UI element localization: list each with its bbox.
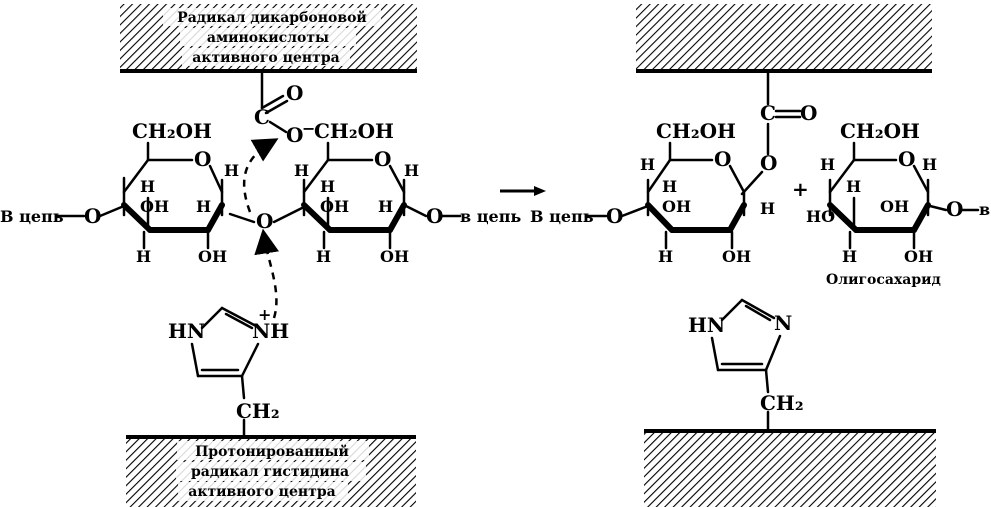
ring-h: H (658, 247, 673, 266)
ring-oh: OH (904, 247, 933, 266)
ring-oh: OH (880, 197, 909, 216)
ring-h: H (140, 177, 155, 196)
electron-arrow-lower (254, 228, 280, 319)
ring-h: H (320, 177, 335, 196)
sugar-ring-middle: CH₂OH O H H OH H H OH H O в цепь (294, 119, 521, 266)
ring-h: H (846, 177, 861, 196)
imidazole-n: N (774, 311, 792, 335)
block-label-line3: активного центра (188, 484, 335, 500)
histidine-ch2: CH₂ (236, 399, 280, 423)
ch2oh-label: CH₂OH (314, 119, 394, 143)
histidine-left: HN NH + CH₂ (168, 305, 289, 438)
oligosaccharide-caption: Олигосахарид (826, 272, 941, 288)
block-label-line3: активного центра (192, 50, 339, 66)
imidazole-hn: HN (688, 313, 725, 337)
ring-h: H (760, 199, 775, 218)
ring-h: H (922, 155, 937, 174)
ring-oh: OH (662, 197, 691, 216)
ring-h: H (662, 177, 677, 196)
imidazole-charge: + (258, 305, 271, 324)
glycosidic-oxygen: O (256, 209, 273, 233)
ring-h: H (404, 161, 419, 180)
ring-oxygen: O (898, 147, 915, 171)
ring-h: H (640, 155, 655, 174)
chain-in-label: В цепь (530, 207, 594, 226)
enzyme-block-bottom-left: Протонированный радикал гистидина активн… (126, 435, 416, 507)
ring-oh: OH (380, 247, 409, 266)
ring-h: H (316, 247, 331, 266)
carboxylate-charge: − (302, 119, 315, 138)
ring-h: H (842, 247, 857, 266)
chain-link-oxygen: O (84, 204, 101, 228)
chain-link-oxygen: O (946, 197, 963, 221)
enzyme-block-top-left: Радикал дикарбоновой аминокислоты активн… (120, 4, 417, 73)
plus-sign: + (792, 177, 809, 201)
carboxylate-oxygen: O (286, 123, 303, 147)
oligosaccharide-ring: CH₂OH O H H HO OH H OH H O в Олигосахари… (806, 119, 990, 288)
carboxyl-carbon: C (254, 105, 270, 129)
enzyme-block-bottom-right (644, 429, 936, 507)
glycosidic-bond: O (228, 206, 304, 233)
ring-oh: OH (198, 247, 227, 266)
block-label-line2: радикал гистидина (191, 464, 349, 480)
imidazole-hn: HN (168, 319, 205, 343)
enzyme-block-top-right (636, 4, 932, 73)
carboxylate-group: O C O − (254, 70, 315, 147)
ring-h: H (136, 247, 151, 266)
histidine-right: HN N CH₂ (688, 298, 804, 432)
block-label-line1: Протонированный (195, 443, 349, 460)
ring-oh: OH (140, 197, 169, 216)
ester-carbon: C (760, 101, 776, 125)
electron-arrow-upper (242, 138, 279, 213)
ring-h: H (378, 197, 393, 216)
sugar-ring-product: CH₂OH O H H OH H H OH В цепь O (530, 119, 775, 266)
histidine-ch2: CH₂ (760, 391, 804, 415)
carbonyl-oxygen: O (286, 81, 303, 105)
ring-oh: OH (722, 247, 751, 266)
ester-oxygen: O (760, 151, 777, 175)
reaction-arrow (500, 186, 546, 196)
chain-in-label: В цепь (0, 207, 64, 226)
block-label-line1: Радикал дикарбоновой (177, 9, 367, 26)
ring-h: H (820, 155, 835, 174)
ring-oxygen: O (194, 147, 211, 171)
ring-oh: OH (320, 197, 349, 216)
chain-link-oxygen: O (606, 204, 623, 228)
ring-h: H (224, 161, 239, 180)
ring-ho: HO (806, 207, 835, 226)
ch2oh-label: CH₂OH (840, 119, 920, 143)
ch2oh-label: CH₂OH (132, 119, 212, 143)
ester-carbonyl-oxygen: O (800, 101, 817, 125)
imidazole-nh: NH (252, 319, 289, 343)
ring-oxygen: O (714, 147, 731, 171)
ring-h: H (196, 197, 211, 216)
sugar-ring-left: CH₂OH O H OH H H OH H В цепь O (0, 119, 239, 266)
ester-carbonyl: C O O (740, 70, 817, 196)
chain-link-oxygen: O (426, 204, 443, 228)
chain-out-label: в (979, 200, 990, 219)
block-label-line2: аминокислоты (207, 30, 329, 46)
ring-h: H (294, 161, 309, 180)
ch2oh-label: CH₂OH (656, 119, 736, 143)
chain-out-label: в цепь (460, 207, 521, 226)
ring-oxygen: O (374, 147, 391, 171)
